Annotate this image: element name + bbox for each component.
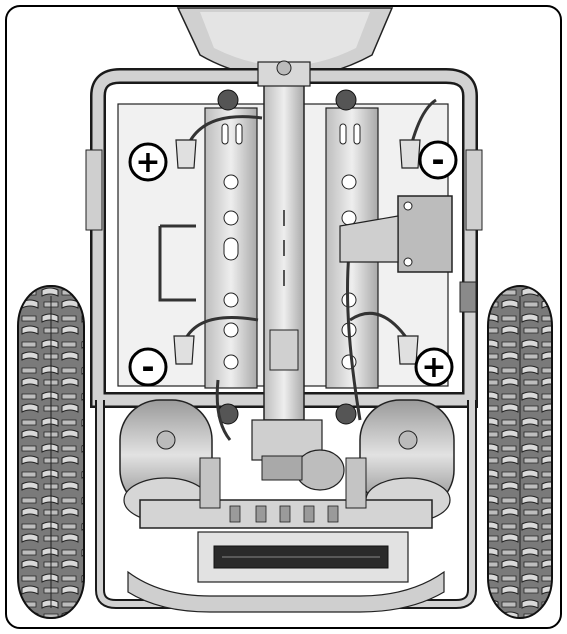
center-hub [251,419,345,491]
right-wheel [487,285,553,619]
controller-box [339,195,477,313]
badge-symbol: + [421,350,446,385]
badge-symbol: - [431,141,444,179]
polarity-badge-minus-top-right: - [418,140,458,180]
badge-symbol: + [135,145,160,180]
bumper [127,570,445,613]
polarity-badge-plus-top-left: + [128,142,168,182]
polarity-badge-plus-bottom-right: + [414,347,454,387]
polarity-badge-minus-bottom-left: - [128,347,168,387]
rear-electronics [197,531,409,583]
badge-symbol: - [141,348,154,386]
left-wheel [17,285,85,619]
